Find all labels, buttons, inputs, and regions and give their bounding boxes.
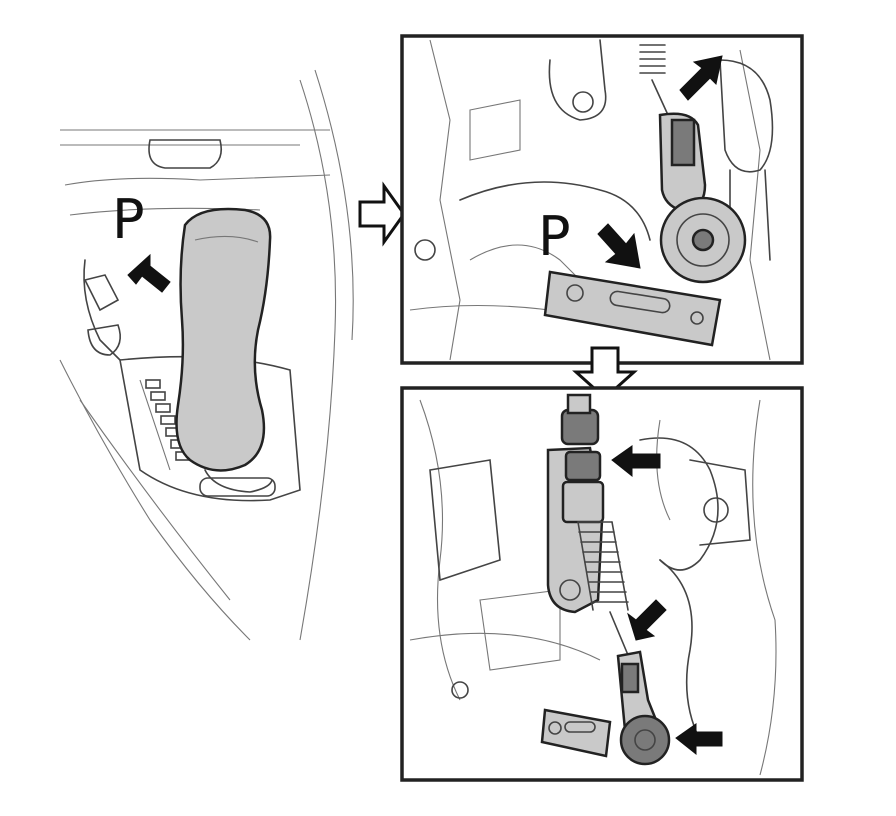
arrow-down-left-icon xyxy=(627,599,667,641)
bottom-detail-panel xyxy=(400,386,804,782)
park-gear-label: P xyxy=(538,205,571,268)
arrow-down-open-icon xyxy=(572,346,638,401)
arrow-left-icon xyxy=(675,723,723,756)
arrow-up-right-icon xyxy=(679,55,723,101)
arrow-right-open-icon xyxy=(358,181,406,247)
shift-knob xyxy=(175,207,272,472)
top-detail-panel: P xyxy=(400,34,804,365)
arrow-down-right-icon xyxy=(597,223,641,269)
park-gear-label: P xyxy=(112,188,145,251)
shift-lever-overview: P xyxy=(59,69,354,641)
arrow-up-icon xyxy=(127,253,171,293)
threaded-adjuster xyxy=(577,521,629,611)
cable-spring xyxy=(639,44,666,74)
lever-pivot xyxy=(619,714,671,766)
lock-nut xyxy=(560,408,600,446)
arrow-left-icon xyxy=(611,445,661,478)
